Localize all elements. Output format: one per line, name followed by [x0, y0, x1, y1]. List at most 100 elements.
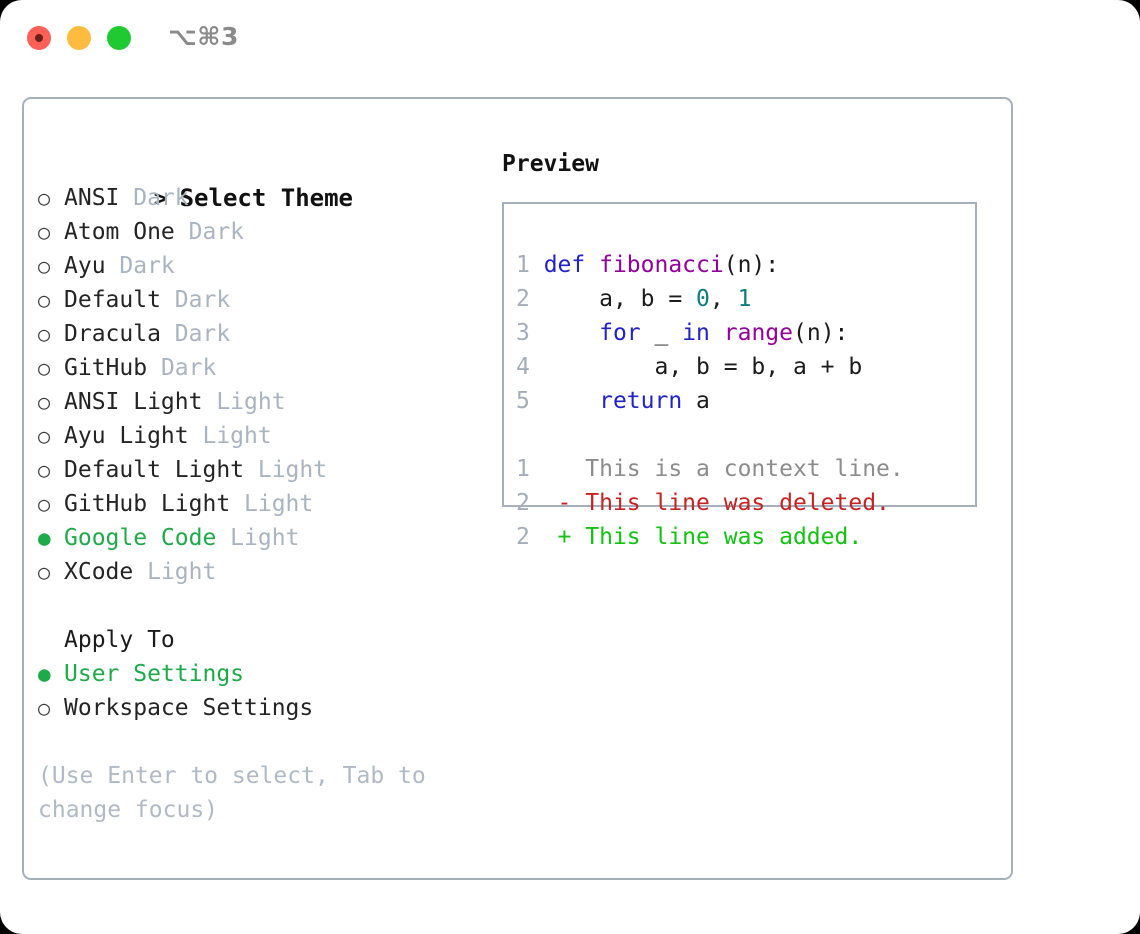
theme-variant: Dark	[119, 185, 189, 211]
radio-unselected-icon: ○	[38, 696, 51, 720]
theme-list-item[interactable]: ● Google Code Light	[38, 521, 493, 555]
code-token: return	[599, 388, 683, 414]
code-line-number: 3	[516, 320, 544, 346]
theme-name: XCode	[64, 559, 134, 585]
theme-variant: Light	[188, 423, 272, 449]
code-token: ,	[709, 286, 738, 312]
theme-list-item[interactable]: ○ GitHub Light Light	[38, 487, 493, 521]
code-token: a, b =	[543, 286, 697, 312]
theme-list-item[interactable]: ○ ANSI Dark	[38, 181, 493, 215]
theme-name: Ayu Light	[64, 423, 189, 449]
diff-line-number: 1	[516, 456, 558, 482]
code-line: 1 def fibonacci(n):	[516, 248, 904, 282]
diff-text: This line was deleted.	[585, 490, 890, 516]
diff-line: 1 This is a context line.	[516, 452, 904, 486]
code-token: (n):	[723, 252, 780, 278]
preview-title: Preview	[502, 151, 599, 177]
code-token: a, b = b, a + b	[543, 354, 863, 380]
code-line-number: 4	[516, 354, 544, 380]
code-token: for	[599, 320, 641, 346]
theme-list-item[interactable]: ○Default Dark	[38, 283, 493, 317]
diff-sign	[558, 456, 586, 482]
code-token: def	[543, 252, 600, 278]
select-theme-header-label: Select Theme	[179, 184, 353, 212]
theme-list: ○ANSI Dark○Atom One Dark○Ayu Dark○Defaul…	[38, 181, 493, 589]
code-token: (n):	[793, 320, 849, 346]
theme-variant: Light	[230, 491, 314, 517]
radio-unselected-icon: ○	[38, 186, 51, 210]
radio-unselected-icon: ○	[38, 322, 51, 346]
apply-to-label: Workspace Settings	[64, 695, 314, 721]
diff-sign: +	[557, 524, 586, 550]
apply-to-label: User Settings	[64, 661, 245, 687]
code-line: 4 a, b = b, a + b	[516, 350, 904, 384]
theme-list-item[interactable]: ○GitHub Dark	[38, 351, 493, 385]
theme-variant: Light	[202, 389, 286, 415]
code-token	[544, 388, 599, 414]
theme-list-item[interactable]: ○ ANSI Light Light	[38, 385, 493, 419]
theme-list-item[interactable]: ○Atom One Dark	[38, 215, 493, 249]
radio-unselected-icon: ○	[38, 458, 51, 482]
theme-list-item[interactable]: ○Default Light Light	[38, 453, 493, 487]
theme-name: ANSI	[64, 185, 120, 211]
code-token: fibonacci	[599, 252, 724, 278]
radio-selected-icon: ●	[38, 662, 51, 686]
diff-sign: -	[557, 490, 586, 516]
code-token: range	[723, 320, 793, 346]
theme-picker-column: >Select Theme ○ANSI Dark○Atom One Dark○A…	[38, 147, 493, 827]
theme-name: Atom One	[64, 219, 175, 245]
code-token: 0	[696, 286, 710, 312]
code-token: _	[640, 320, 683, 346]
theme-list-item[interactable]: ○Ayu Light Light	[38, 419, 493, 453]
code-line: 2 a, b = 0, 1	[516, 282, 904, 316]
diff-line-number: 2	[516, 490, 558, 516]
theme-variant: Dark	[174, 219, 245, 245]
prompt-caret-icon: >	[153, 186, 168, 212]
radio-unselected-icon: ○	[38, 254, 51, 278]
code-blank-line	[516, 418, 904, 452]
apply-to-header: Apply To	[64, 627, 175, 653]
theme-variant: Light	[133, 559, 217, 585]
theme-list-item[interactable]: ○ Dracula Dark	[38, 317, 493, 351]
apply-to-list: ● User Settings ○ Workspace Settings	[38, 657, 493, 725]
diff-line: 2 + This line was added.	[516, 520, 904, 554]
close-window-button[interactable]	[27, 26, 51, 50]
theme-name: Google Code	[64, 525, 217, 551]
theme-name: Default Light	[64, 457, 245, 483]
theme-name: GitHub	[64, 355, 148, 381]
minimize-window-button[interactable]	[67, 26, 91, 50]
theme-variant: Dark	[147, 355, 217, 381]
theme-name: GitHub Light	[64, 491, 231, 517]
theme-name: Dracula	[64, 321, 161, 347]
title-bar: ⌥⌘3	[0, 0, 1140, 78]
code-line: 3 for _ in range(n):	[516, 316, 904, 350]
code-line: 5 return a	[516, 384, 904, 418]
diff-line-number: 2	[516, 524, 558, 550]
theme-variant: Dark	[160, 287, 231, 313]
code-line-number: 2	[516, 286, 544, 312]
theme-list-item[interactable]: ○XCode Light	[38, 555, 493, 589]
apply-to-item[interactable]: ● User Settings	[38, 657, 493, 691]
theme-variant: Dark	[160, 321, 231, 347]
radio-unselected-icon: ○	[38, 288, 51, 312]
theme-name: Ayu	[64, 253, 106, 279]
diff-text: This line was added.	[585, 524, 863, 550]
theme-list-item[interactable]: ○ Ayu Dark	[38, 249, 493, 283]
theme-name: ANSI Light	[64, 389, 203, 415]
radio-unselected-icon: ○	[38, 390, 51, 414]
keyboard-shortcut-label: ⌥⌘3	[168, 22, 239, 51]
apply-to-item[interactable]: ○ Workspace Settings	[38, 691, 493, 725]
radio-selected-icon: ●	[38, 526, 51, 550]
radio-unselected-icon: ○	[38, 492, 51, 516]
select-theme-header: > Select Theme	[38, 147, 493, 212]
code-token	[710, 320, 724, 346]
diff-text: This is a context line.	[585, 456, 904, 482]
code-token: a	[682, 388, 710, 414]
theme-variant: Dark	[105, 253, 175, 279]
theme-variant: Light	[216, 525, 300, 551]
maximize-window-button[interactable]	[107, 26, 131, 50]
code-token: in	[682, 320, 710, 346]
